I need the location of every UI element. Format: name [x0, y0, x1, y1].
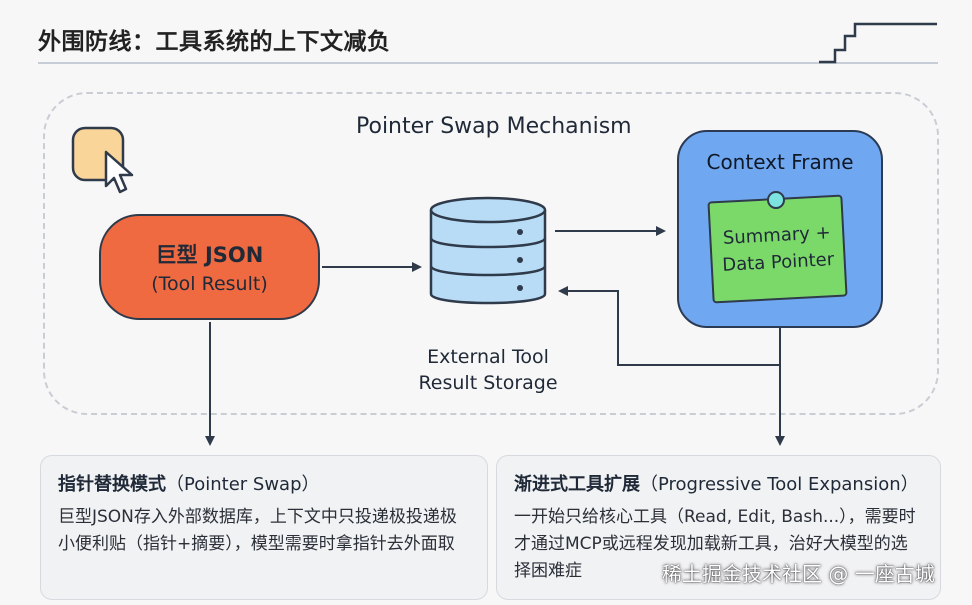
giant-json-node: 巨型 JSON (Tool Result): [99, 214, 320, 320]
progressive-expansion-card: 渐进式工具扩展（Progressive Tool Expansion） 一开始只…: [496, 455, 941, 600]
storage-label-line2: Result Storage: [418, 372, 558, 394]
storage-label-line1: External Tool: [427, 346, 549, 368]
json-node-sublabel: (Tool Result): [151, 273, 268, 295]
pin-icon: [767, 191, 785, 209]
arrow-context-to-storage: [558, 286, 781, 366]
context-frame-title: Context Frame: [706, 150, 854, 174]
progressive-expansion-body: 一开始只给核心工具（Read, Edit, Bash...），需要时才通过MCP…: [514, 507, 916, 581]
title-divider: [38, 62, 938, 64]
diagram-title: Pointer Swap Mechanism: [356, 114, 632, 139]
watermark: 稀土掘金技术社区 @ 一座古城: [662, 562, 935, 586]
pointer-swap-heading: 指针替换模式（Pointer Swap）: [58, 470, 471, 496]
page-title: 外围防线：工具系统的上下文减负: [38, 29, 391, 55]
json-node-label: 巨型 JSON: [155, 243, 264, 267]
stairs-icon: [819, 22, 937, 64]
storage-label: External Tool Result Storage: [405, 344, 571, 396]
pointer-swap-card: 指针替换模式（Pointer Swap） 巨型JSON存入外部数据库，上下文中只…: [40, 455, 488, 600]
cursor-icon: [71, 126, 134, 194]
diagram-frame: [43, 92, 939, 415]
pointer-swap-heading-bold: 指针替换模式: [58, 474, 166, 495]
pointer-swap-heading-sub: （Pointer Swap）: [166, 474, 320, 495]
progressive-expansion-heading-sub: （Progressive Tool Expansion）: [640, 474, 919, 495]
database-icon: [429, 196, 547, 305]
pointer-swap-body: 巨型JSON存入外部数据库，上下文中只投递极投递极小便利贴（指针+摘要），模型需…: [58, 507, 457, 554]
progressive-expansion-heading: 渐进式工具扩展（Progressive Tool Expansion）: [514, 470, 924, 496]
progressive-expansion-heading-bold: 渐进式工具扩展: [514, 474, 640, 495]
